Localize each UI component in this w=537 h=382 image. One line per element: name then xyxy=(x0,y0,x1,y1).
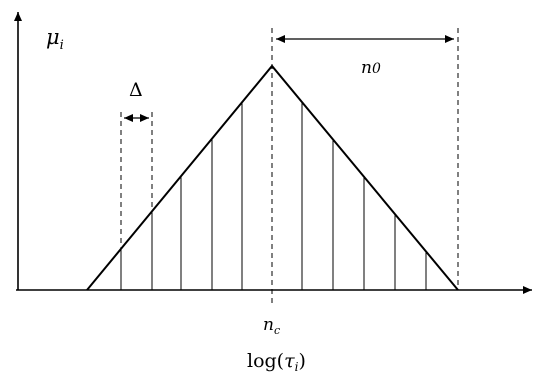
y-axis-label: μi xyxy=(46,25,64,53)
n0-label: n0 xyxy=(361,58,381,78)
delta-label: Δ xyxy=(129,79,143,101)
x-axis-label: log(τi) xyxy=(247,350,306,374)
nc-label: nc xyxy=(263,315,280,337)
hatch-lines-right xyxy=(301,102,427,290)
hatch-lines-left xyxy=(120,102,243,290)
